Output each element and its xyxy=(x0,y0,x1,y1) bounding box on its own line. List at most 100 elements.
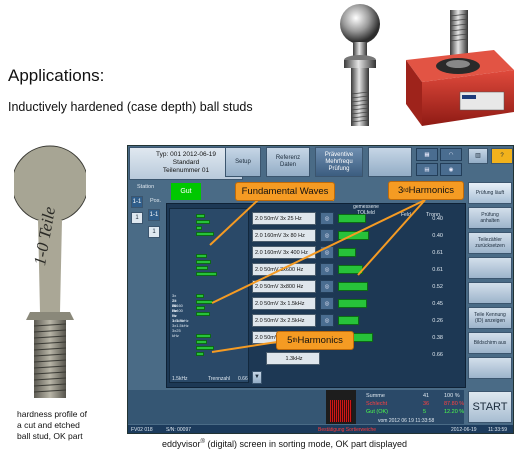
row-tronn-value: 0.45 xyxy=(432,301,443,307)
graph-bar xyxy=(196,260,211,264)
status-badge: Gut xyxy=(171,183,201,200)
blank-right-button-3[interactable] xyxy=(468,357,512,379)
bottom-left-area xyxy=(128,390,326,424)
graph-bar xyxy=(196,272,217,276)
graph-bar xyxy=(196,306,205,310)
menu-icon[interactable]: ▥ xyxy=(468,148,488,164)
graph-bar xyxy=(196,226,202,230)
third-line xyxy=(357,199,426,276)
type-header: Typ: 001 2012-06-19 Standard Teilenummer… xyxy=(129,147,243,180)
axis-right-label: 0.66 xyxy=(238,376,248,382)
show-part-id-button[interactable]: Teile Kennung(ID) anzeigen xyxy=(468,307,512,329)
row-wave-icon[interactable]: ◎ xyxy=(320,280,334,293)
blank-right-button-1[interactable] xyxy=(468,257,512,279)
chart-view-icon[interactable]: ◠ xyxy=(440,148,462,161)
freq-label: 3x 25 Hz xyxy=(172,293,177,308)
freq-label: 3x160 Hz xyxy=(172,303,183,313)
summary-label: Schlecht xyxy=(366,401,388,407)
grid-view-icon[interactable]: ▦ xyxy=(416,148,438,161)
station-label: Station xyxy=(137,184,155,190)
screen-off-button[interactable]: Bildschirm aus xyxy=(468,332,512,354)
start-button[interactable]: START xyxy=(468,391,512,423)
summary-label: Gut (OK) xyxy=(366,409,389,415)
graph-bar xyxy=(196,334,211,338)
summary-pct: 100 % xyxy=(444,393,460,399)
freq-label: 3x25 kHz xyxy=(172,328,181,338)
row-mv-label[interactable]: 2.0 160mV 3x 80 Hz xyxy=(252,229,316,242)
row-mv-label[interactable]: 2.0 50mV 3x800 Hz xyxy=(252,280,316,293)
pos-label: Pos. xyxy=(150,198,162,204)
list-view-icon[interactable]: ▤ xyxy=(416,163,438,176)
freq-label: 3x1.5kHz xyxy=(172,323,189,328)
graph-bar xyxy=(196,294,204,298)
sensor-coil-photo xyxy=(406,10,514,126)
graph-bar xyxy=(196,232,214,236)
row-tronn-value: 0.61 xyxy=(432,267,443,273)
axis-mid-label: Trennzahl xyxy=(208,376,231,382)
row-tronn-value: 0.26 xyxy=(432,318,443,324)
red-chart xyxy=(326,390,356,424)
summary-count: 36 xyxy=(423,401,430,407)
row-tolerance-bar xyxy=(338,214,366,223)
row-wave-icon[interactable]: ◎ xyxy=(320,212,334,225)
ball-stud-photo xyxy=(340,4,380,126)
left-caption: hardness profile of a cut and etched bal… xyxy=(17,409,87,441)
row-tronn-value: 0.66 xyxy=(432,352,443,358)
pos-counter: 1 xyxy=(148,226,160,238)
row-wave-icon[interactable]: ◎ xyxy=(320,297,334,310)
row-wave-icon[interactable]: ◎ xyxy=(320,229,334,242)
freq-label: 3x400 Hz xyxy=(172,308,183,318)
row-mv-label[interactable]: 2.0 50mV 3x 2.5kHz xyxy=(252,314,316,327)
summary-label: Summe xyxy=(366,393,385,399)
footer-date: 2012-06-19 xyxy=(451,427,477,433)
cut-ball-stud-photo: 1-0 Teile xyxy=(14,145,86,398)
graph-bar xyxy=(196,352,204,356)
footer-alert: Bestätigung Sortierweiche xyxy=(318,427,377,433)
summary-pct: 87.80 % xyxy=(444,401,465,407)
eye-view-icon[interactable]: ◉ xyxy=(440,163,462,176)
graph-bar xyxy=(196,346,214,350)
footer-bar xyxy=(128,425,513,433)
row-tolerance-bar xyxy=(338,299,367,308)
summary-pct: 12.20 % xyxy=(444,409,465,415)
blank-top-button[interactable] xyxy=(368,147,412,177)
tronn-header: Tronn. xyxy=(426,212,442,218)
test-running-button[interactable]: Prüfung läuft xyxy=(468,182,512,204)
help-button[interactable]: ? xyxy=(491,148,513,164)
harmonics-graph xyxy=(169,208,249,383)
scroll-down-button[interactable]: ▼ xyxy=(252,371,262,384)
row-mv-label[interactable]: 2.0 50mV 3x 1.5kHz xyxy=(252,297,316,310)
measured-header: gemessene TOLfeld xyxy=(353,204,379,216)
row-tolerance-bar xyxy=(338,316,359,325)
since-label: vom 2012 06 19 11:33:58 xyxy=(378,418,435,424)
station-value[interactable]: 1-1 xyxy=(131,196,143,208)
row-mv-label[interactable]: 1.3kHz xyxy=(266,352,320,365)
page-title: Applications: xyxy=(8,66,105,85)
axis-left-label: 1.5kHz xyxy=(172,376,188,382)
preventive-test-button[interactable]: Präventive Mehrfrequ Prüfung xyxy=(315,147,363,177)
freq-label: 3x1.5kHz xyxy=(172,318,189,323)
row-wave-icon[interactable]: ◎ xyxy=(320,263,334,276)
row-tronn-value: 0.61 xyxy=(432,250,443,256)
footer-sn: S/N: 00097 xyxy=(166,427,192,433)
freq-label: 3x 80 Hz xyxy=(172,298,177,313)
reference-data-button[interactable]: Referenz Daten xyxy=(266,147,310,177)
pos-value[interactable]: 1-1 xyxy=(148,209,160,221)
fundamental-line-2 xyxy=(209,199,259,246)
setup-button[interactable]: Setup xyxy=(225,147,261,177)
row-tronn-value: 0.40 xyxy=(432,216,443,222)
row-tolerance-bar xyxy=(338,248,356,257)
page-subtitle: Inductively hardened (case depth) ball s… xyxy=(8,100,253,114)
row-mv-label[interactable]: 2.0 50mV 3x 25 Hz xyxy=(252,212,316,225)
blank-right-button-2[interactable] xyxy=(468,282,512,304)
graph-bar xyxy=(196,312,210,316)
graph-bar xyxy=(196,340,207,344)
row-tolerance-bar xyxy=(338,282,368,291)
third-line-2 xyxy=(211,199,426,304)
row-wave-icon[interactable]: ◎ xyxy=(320,314,334,327)
row-tronn-value: 0.52 xyxy=(432,284,443,290)
graph-bar xyxy=(196,214,205,218)
